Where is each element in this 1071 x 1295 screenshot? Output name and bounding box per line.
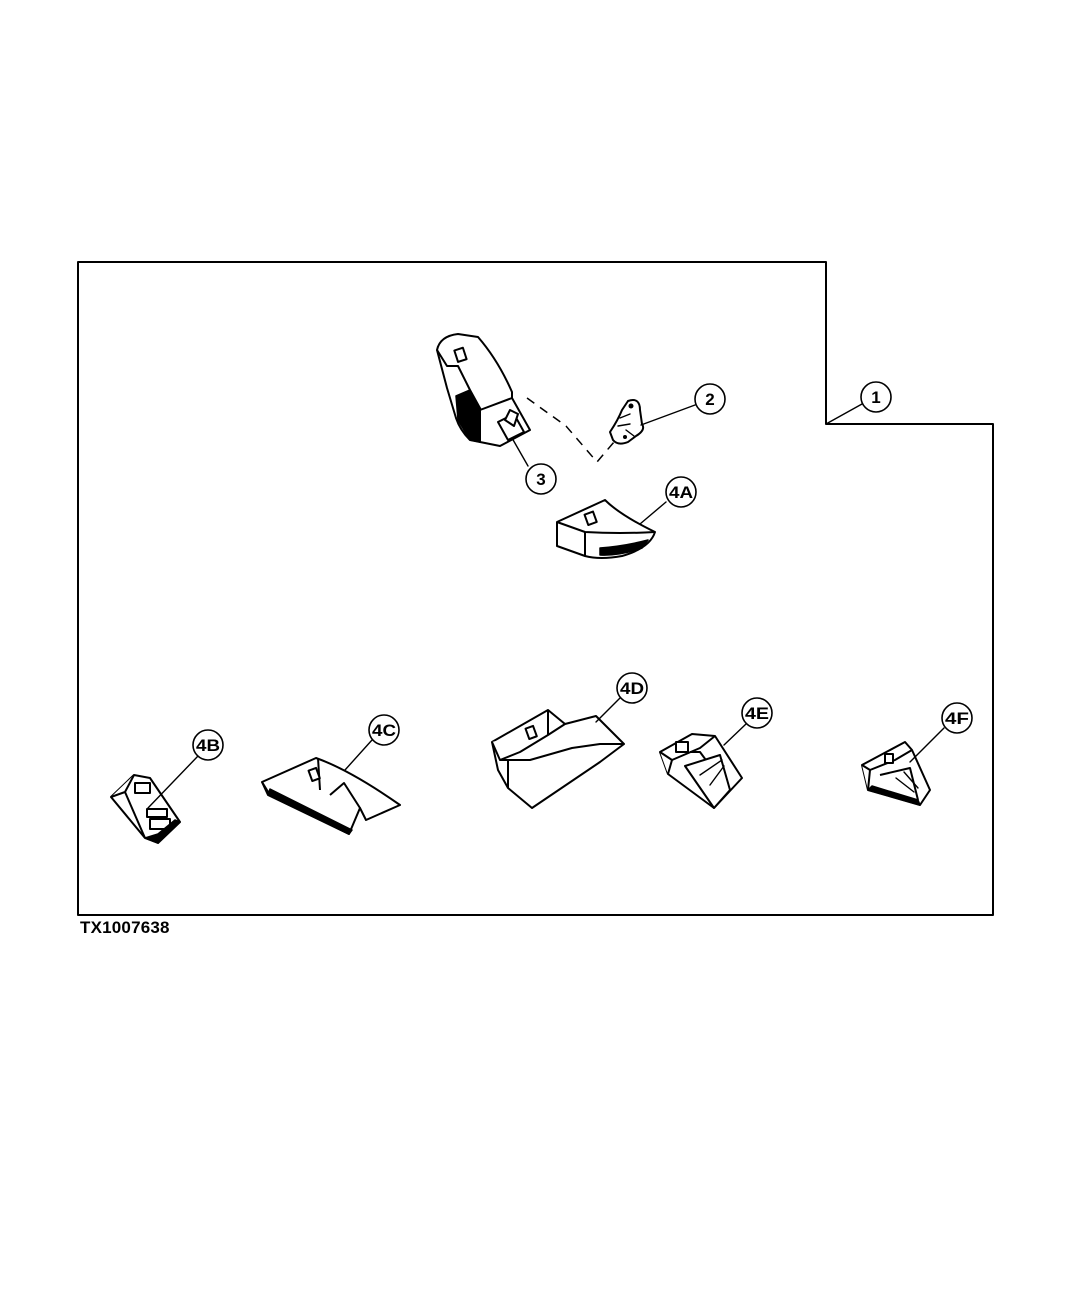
tooth-4a-part (556, 499, 656, 559)
callout-1: 1 (860, 381, 892, 413)
tooth-4d-part (491, 709, 625, 809)
callout-3-label: 3 (536, 470, 545, 489)
callout-4a: 4A (665, 476, 697, 508)
bucket-outline (77, 261, 994, 916)
callout-4f: 4F (941, 702, 973, 734)
callout-4b-label: 4B (196, 736, 220, 755)
callout-4e: 4E (741, 697, 773, 729)
leader-lines (147, 403, 945, 809)
callout-4f-label: 4F (945, 709, 969, 728)
assembly-dash-line (526, 397, 615, 464)
callout-1-label: 1 (871, 388, 880, 407)
adapter-part (436, 333, 531, 447)
tooth-4e-part (659, 733, 743, 809)
figure-id-label: TX1007638 (80, 918, 170, 937)
callout-2: 2 (694, 383, 726, 415)
callout-4e-label: 4E (745, 704, 769, 723)
callout-4a-label: 4A (669, 483, 693, 502)
tooth-4b-part (110, 774, 181, 844)
tooth-4f-part (861, 741, 931, 806)
callout-3: 3 (525, 463, 557, 495)
tooth-4c-part (261, 757, 401, 835)
callout-4c: 4C (368, 714, 400, 746)
callout-2-label: 2 (705, 390, 714, 409)
callout-4b: 4B (192, 729, 224, 761)
callout-4d: 4D (616, 672, 648, 704)
callout-4c-label: 4C (372, 721, 396, 740)
retainer-pin-part (609, 399, 645, 445)
callout-4d-label: 4D (620, 679, 644, 698)
